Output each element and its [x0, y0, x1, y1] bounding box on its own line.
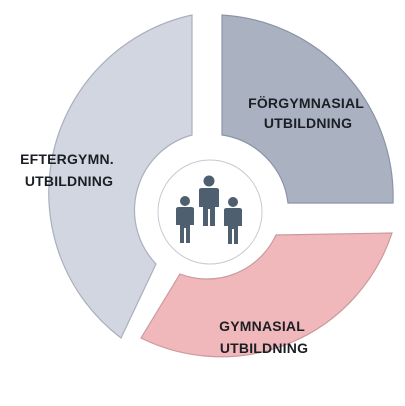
- label-eftergymn-line2: UTBILDNING: [25, 173, 113, 189]
- people-group-icon: [176, 175, 242, 244]
- person-left-icon: [176, 196, 194, 243]
- label-forgymnasial-line1: FÖRGYMNASIAL: [248, 95, 364, 111]
- label-gymnasial-line2: UTBILDNING: [220, 340, 308, 356]
- label-gymnasial: GYMNASIAL UTBILDNING: [219, 318, 309, 356]
- label-forgymnasial: FÖRGYMNASIAL UTBILDNING: [248, 95, 368, 131]
- person-right-icon: [224, 197, 242, 244]
- label-forgymnasial-line2: UTBILDNING: [264, 115, 352, 131]
- segment-gymnasial: [140, 232, 393, 358]
- label-eftergymn: EFTERGYMN. UTBILDNING: [20, 151, 118, 189]
- person-center-icon: [199, 175, 219, 226]
- segment-forgymnasial: [221, 14, 394, 204]
- label-eftergymn-line1: EFTERGYMN.: [20, 151, 114, 167]
- label-gymnasial-line1: GYMNASIAL: [219, 318, 305, 334]
- segment-eftergymn: [48, 14, 193, 339]
